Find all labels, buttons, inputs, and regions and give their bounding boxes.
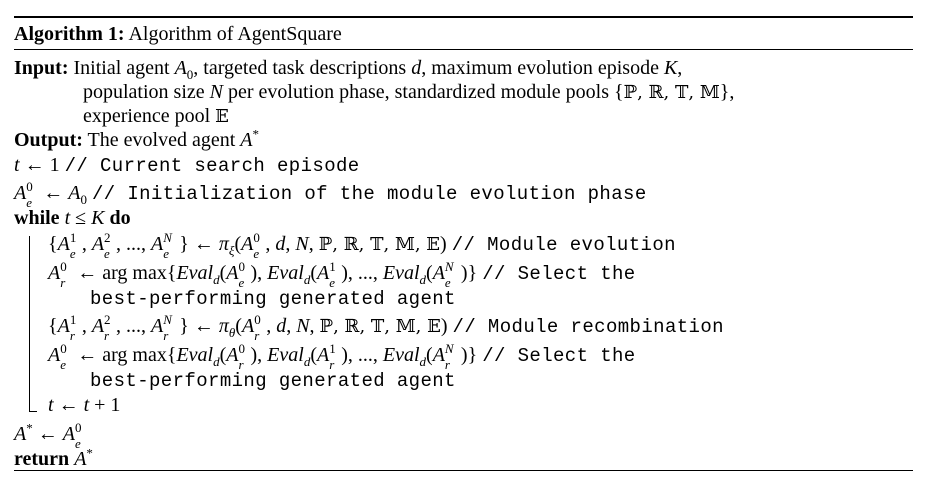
input-text: experience pool [83,105,216,127]
do-keyword: do [109,207,131,229]
comment: // Module recombination [452,316,724,338]
output-label: Output: [14,129,83,151]
input-line-2: population size N per evolution phase, s… [83,80,734,105]
comment: // Select the [482,263,636,285]
step-increment: t ← t + 1 [48,394,121,416]
input-text: Initial agent [73,57,175,79]
math-pools: ℙ, ℝ, 𝕋, 𝕄 [623,82,720,103]
input-line-3: experience pool 𝔼 [83,104,229,129]
comment: best-performing generated agent [90,288,456,310]
comment: best-performing generated agent [90,370,456,392]
math-K: K [663,57,678,79]
math-d: d [411,57,422,79]
math-t: t [14,154,20,176]
algorithm-title-line: Algorithm 1: Algorithm of AgentSquare [14,22,342,46]
return-keyword: return [14,448,70,470]
argmax: arg max [102,262,167,284]
loop-bracket-foot [29,411,37,412]
loop-bracket [29,236,30,412]
while-line: while t ≤ K do [14,207,131,229]
math-Astar: A* [240,126,259,151]
math-N: N [209,81,223,103]
step-select-r-cont: best-performing generated agent [90,286,456,311]
math-pool-E: 𝔼 [215,106,229,127]
input-text: }, [719,81,735,103]
title-rule [14,49,913,50]
comment: // Select the [482,345,636,367]
argmax: arg max [102,344,167,366]
bottom-rule [14,470,913,471]
comment: // Module evolution [451,234,676,256]
input-text: , targeted task descriptions [193,57,412,79]
output-text: The evolved agent [87,129,241,151]
step-init-t: t ← 1 // Current search episode [14,154,360,177]
while-keyword: while [14,207,60,229]
input-text: , maximum evolution episode [421,57,664,79]
comment: // Current search episode [64,155,360,177]
input-label: Input: [14,57,69,79]
input-text: population size [83,81,210,103]
algorithm-title: Algorithm of AgentSquare [128,23,342,45]
comment: // Initialization of the module evolutio… [91,183,647,205]
output-line: Output: The evolved agent A* [14,126,259,152]
math-A0: A0 [174,57,194,82]
algorithm-label: Algorithm 1: [14,23,125,45]
input-text: per evolution phase, standardized module… [222,81,624,103]
input-text: , [677,57,683,79]
top-rule [14,16,913,18]
step-select-e-cont: best-performing generated agent [90,368,456,393]
input-line-1: Input: Initial agent A0, targeted task d… [14,56,683,82]
return-line: return A* [14,445,93,470]
